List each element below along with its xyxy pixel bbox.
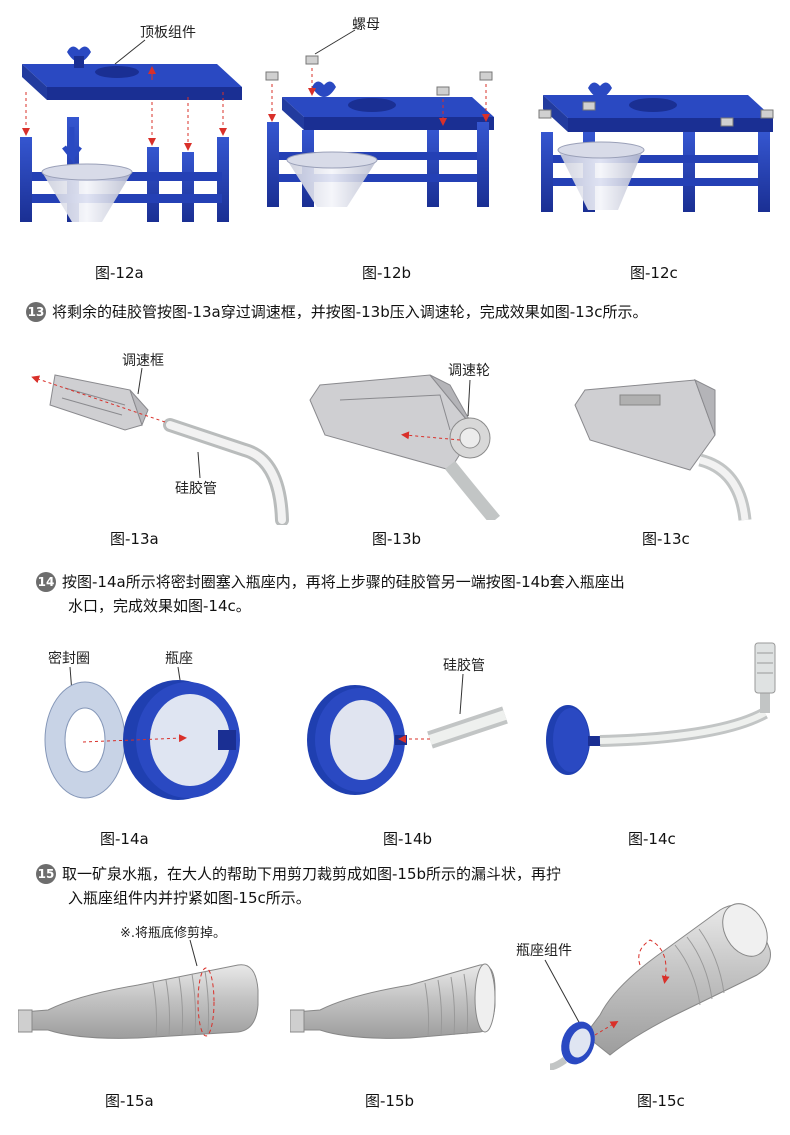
label-base-assembly: 瓶座组件 — [516, 943, 572, 959]
leader-line-tube-13 — [197, 451, 201, 479]
leader-line-base-assembly — [544, 959, 581, 1025]
caption-14a: 图-14a — [100, 830, 149, 848]
caption-13c: 图-13c — [642, 530, 690, 548]
step-14-line2: 水口，完成效果如图-14c。 — [68, 597, 251, 615]
caption-15a: 图-15a — [105, 1092, 154, 1110]
figure-14b — [307, 685, 508, 795]
label-speed-wheel: 调速轮 — [448, 363, 490, 379]
label-top-board: 顶板组件 — [140, 25, 196, 41]
figure-12c — [538, 82, 774, 212]
leader-line-speed-frame — [137, 367, 143, 395]
leader-line-top-board — [114, 39, 146, 65]
step-15: 15 取一矿泉水瓶，在大人的帮助下用剪刀裁剪成如图-15b所示的漏斗状，再拧 — [36, 862, 776, 886]
figure-12b — [265, 55, 494, 207]
figure-15c — [549, 903, 771, 1070]
label-nut: 螺母 — [352, 17, 380, 33]
step-number-badge: 15 — [36, 864, 56, 884]
figure-13a — [31, 374, 289, 525]
caption-13b: 图-13b — [372, 530, 422, 548]
caption-12a: 图-12a — [95, 264, 144, 282]
step-number-badge: 14 — [36, 572, 56, 592]
label-bottle-base: 瓶座 — [165, 651, 193, 667]
caption-14c: 图-14c — [628, 830, 676, 848]
leader-line-speed-wheel — [467, 379, 471, 417]
caption-12c: 图-12c — [630, 264, 678, 282]
figure-13b — [309, 374, 500, 520]
figure-14a — [44, 680, 240, 800]
leader-line-nut — [314, 29, 356, 55]
figure-13c — [574, 378, 752, 521]
label-silicone-tube-13: 硅胶管 — [175, 481, 217, 497]
step-13-text: 将剩余的硅胶管按图-13a穿过调速框，并按图-13b压入调速轮，完成效果如图-1… — [52, 303, 648, 321]
figure-15a — [18, 964, 259, 1039]
caption-15b: 图-15b — [365, 1092, 415, 1110]
step-15-line2: 入瓶座组件内并拧紧如图-15c所示。 — [68, 889, 311, 907]
label-speed-frame: 调速框 — [122, 353, 164, 369]
step-13: 13 将剩余的硅胶管按图-13a穿过调速框，并按图-13b压入调速轮，完成效果如图… — [26, 300, 786, 324]
leader-line-cut — [189, 939, 198, 967]
caption-13a: 图-13a — [110, 530, 159, 548]
label-seal-ring: 密封圈 — [48, 651, 90, 667]
figure-14c — [546, 642, 776, 775]
step-14-text-line1: 按图-14a所示将密封圈塞入瓶座内，再将上步骤的硅胶管另一端按图-14b套入瓶座… — [62, 573, 625, 591]
figure-15b — [290, 963, 496, 1039]
leader-line-tube-14 — [459, 673, 464, 715]
label-silicone-tube-14: 硅胶管 — [443, 658, 485, 674]
caption-14b: 图-14b — [383, 830, 433, 848]
caption-12b: 图-12b — [362, 264, 412, 282]
caption-15c: 图-15c — [637, 1092, 685, 1110]
note-cut-bottom: ※.将瓶底修剪掉。 — [120, 926, 227, 941]
step-14: 14 按图-14a所示将密封圈塞入瓶座内，再将上步骤的硅胶管另一端按图-14b套入… — [36, 570, 776, 594]
step-number-badge: 13 — [26, 302, 46, 322]
step-15-text-line1: 取一矿泉水瓶，在大人的帮助下用剪刀裁剪成如图-15b所示的漏斗状，再拧 — [62, 865, 562, 883]
figure-12a — [20, 46, 242, 222]
